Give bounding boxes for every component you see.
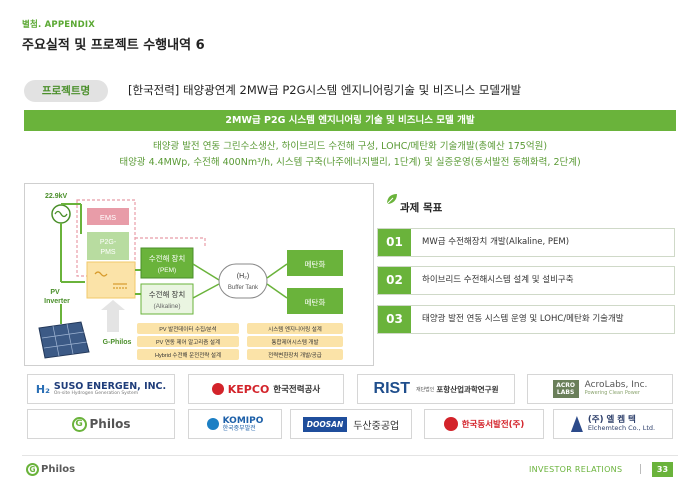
elchemtech-emblem-icon xyxy=(570,416,583,432)
appendix-label: 별첨. APPENDIX xyxy=(22,20,95,30)
goal-number: 03 xyxy=(378,306,411,333)
inverter-ac-icon xyxy=(94,271,108,277)
logo-komipo: KOMIPO 한국중부발전 xyxy=(188,409,282,439)
pv-inverter-label-1: PV xyxy=(50,289,60,296)
p2g-pms-label-2: PMS xyxy=(100,249,116,256)
logo-rist: RIST 재단법인 포항산업과학연구원 xyxy=(357,374,515,404)
komipo-emblem-icon xyxy=(206,418,219,430)
electrolyzer-alkaline-box xyxy=(140,283,194,315)
kepco-en: KEPCO xyxy=(227,382,270,396)
electrolyzer-pem-label-2: (PEM) xyxy=(158,267,176,274)
project-description-line-1: 태양광 발전 연동 그린수소생산, 하이브리드 수전해 구성, LOHC/메탄화… xyxy=(152,141,548,152)
footer-g-icon: G xyxy=(26,463,39,476)
rist-en: RIST xyxy=(373,380,410,397)
system-diagram: 22.9kV EMS P2G- PMS PV Inverter xyxy=(24,183,374,366)
project-description-line-2: 태양광 4.4MWp, 수전해 400Nm³/h, 시스템 구축(나주에너지밸리… xyxy=(119,157,581,168)
electrolyzer-alkaline-label-1: 수전해 장치 xyxy=(149,289,186,299)
task-tag-left-2: PV 연동 제어 알고리즘 설계 xyxy=(156,338,220,346)
project-label-pill: 프로젝트명 xyxy=(24,80,108,102)
goal-text: 하이브리드 수전해시스템 설계 및 설비구축 xyxy=(422,275,574,285)
pv-inverter-label-2: Inverter xyxy=(44,298,70,305)
system-diagram-svg: 22.9kV EMS P2G- PMS PV Inverter xyxy=(38,193,343,360)
elchemtech-en: Elchemtech Co., Ltd. xyxy=(587,424,656,433)
ems-box xyxy=(87,208,129,225)
voltage-label: 22.9kV xyxy=(45,193,68,200)
ewp-ko: 한국동서발전(주) xyxy=(461,420,525,430)
acrolabs-mark: ACRO LABS xyxy=(552,380,579,398)
goal-item: 01 MW급 수전해장치 개발(Alkaline, PEM) xyxy=(377,228,675,257)
task-tags-left: PV 발전데이터 수집/분석 PV 연동 제어 알고리즘 설계 Hybrid 수… xyxy=(137,323,239,360)
ems-label: EMS xyxy=(100,213,116,222)
logo-philos: G Philos xyxy=(27,409,175,439)
philos-g-icon: G xyxy=(71,416,87,432)
goal-item: 02 하이브리드 수전해시스템 설계 및 설비구축 xyxy=(377,266,675,295)
buffer-tank-label-2: Buffer Tank xyxy=(228,285,259,291)
kepco-emblem-icon xyxy=(211,383,224,395)
methanation-label-1: 메탄화 xyxy=(305,259,326,269)
footer-logo: G Philos xyxy=(26,463,75,476)
goal-text: MW급 수전해장치 개발(Alkaline, PEM) xyxy=(422,237,570,247)
suso-tagline: On-site Hydrogen Generation System xyxy=(53,390,139,396)
logo-elchemtech: (주) 엘 켐 텍 Elchemtech Co., Ltd. xyxy=(553,409,673,439)
methanation-box-1 xyxy=(287,250,343,276)
rist-ko-small: 재단법인 xyxy=(415,386,435,393)
logo-suso-energen: H₂ SUSO ENERGEN, INC. On-site Hydrogen G… xyxy=(27,374,175,404)
inverter-box xyxy=(86,261,136,299)
task-tag-right-2: 통합제어시스템 개발 xyxy=(271,338,318,346)
project-title: [한국전력] 태양광연계 2MW급 P2G시스템 엔지니어링기술 및 비즈니스 … xyxy=(128,83,522,97)
ewp-emblem-icon xyxy=(443,417,458,431)
footer-section-label: INVESTOR RELATIONS xyxy=(529,465,623,474)
gphilos-label: G-Philos xyxy=(103,339,132,346)
buffer-tank-box xyxy=(218,263,268,299)
elchemtech-ko: (주) 엘 켐 텍 xyxy=(587,414,636,425)
kepco-ko: 한국전력공사 xyxy=(273,385,321,395)
page-number: 33 xyxy=(652,462,673,477)
rist-ko: 포항산업과학연구원 xyxy=(436,384,499,394)
logo-acrolabs: ACRO LABS AcroLabs, Inc. Powering Clean … xyxy=(527,374,673,404)
task-tag-right-1: 시스템 엔지니어링 설계 xyxy=(268,325,322,333)
alk-to-buffer-line xyxy=(192,283,220,299)
up-arrow-icon xyxy=(101,300,125,332)
task-tag-right-3: 전력변환장치 개발/공급 xyxy=(268,351,322,359)
acrolabs-tagline: Powering Clean Power xyxy=(584,390,640,397)
electrolyzer-alkaline-label-2: (Alkaline) xyxy=(153,303,180,310)
page-title: 주요실적 및 프로젝트 수행내역 6 xyxy=(22,38,205,53)
electrolyzer-pem-label-1: 수전해 장치 xyxy=(149,253,186,263)
komipo-en: KOMIPO xyxy=(222,415,264,426)
goal-number: 02 xyxy=(378,267,411,294)
task-tags-right: 시스템 엔지니어링 설계 통합제어시스템 개발 전력변환장치 개발/공급 xyxy=(247,323,343,360)
methanation-box-2 xyxy=(287,288,343,314)
footer-logo-text: Philos xyxy=(41,464,76,475)
solar-panel-icon xyxy=(38,321,90,359)
acrolabs-name: AcroLabs, Inc. xyxy=(584,380,648,391)
suso-name: SUSO ENERGEN, INC. xyxy=(53,381,167,392)
p2g-pms-box xyxy=(87,232,129,260)
buffer-to-meth1-line xyxy=(266,263,288,279)
leaf-icon xyxy=(386,194,397,205)
logo-doosan: DOOSAN 두산중공업 xyxy=(290,409,412,439)
footer-separator xyxy=(640,464,641,474)
doosan-ko: 두산중공업 xyxy=(353,420,400,432)
logo-ewp: 한국동서발전(주) xyxy=(424,409,544,439)
doosan-en: DOOSAN xyxy=(302,416,348,432)
project-banner: 2MW급 P2G 시스템 엔지니어링 기술 및 비즈니스 모델 개발 xyxy=(24,110,676,131)
methanation-label-2: 메탄화 xyxy=(305,297,326,307)
footer-divider xyxy=(22,455,678,456)
task-tag-left-1: PV 발전데이터 수집/분석 xyxy=(159,325,216,333)
ac-wave-icon xyxy=(54,210,68,218)
electrolyzer-pem-box xyxy=(140,247,194,279)
suso-h2-icon: H₂ xyxy=(35,382,50,396)
goal-number: 01 xyxy=(378,229,411,256)
p2g-pms-label-1: P2G- xyxy=(100,239,117,246)
buffer-to-meth2-line xyxy=(266,283,288,299)
goal-item: 03 태양광 발전 연동 시스템 운영 및 LOHC/메탄화 기술개발 xyxy=(377,305,675,334)
komipo-ko: 한국중부발전 xyxy=(222,424,256,432)
pem-to-buffer-line xyxy=(192,263,220,281)
goal-text: 태양광 발전 연동 시스템 운영 및 LOHC/메탄화 기술개발 xyxy=(422,314,624,324)
task-tag-left-3: Hybrid 수전해 운전전략 설계 xyxy=(155,351,221,359)
logo-kepco: KEPCO 한국전력공사 xyxy=(188,374,344,404)
goals-title: 과제 목표 xyxy=(400,202,443,214)
philos-name: Philos xyxy=(89,417,131,431)
buffer-tank-label-1: (H₂) xyxy=(237,273,249,280)
